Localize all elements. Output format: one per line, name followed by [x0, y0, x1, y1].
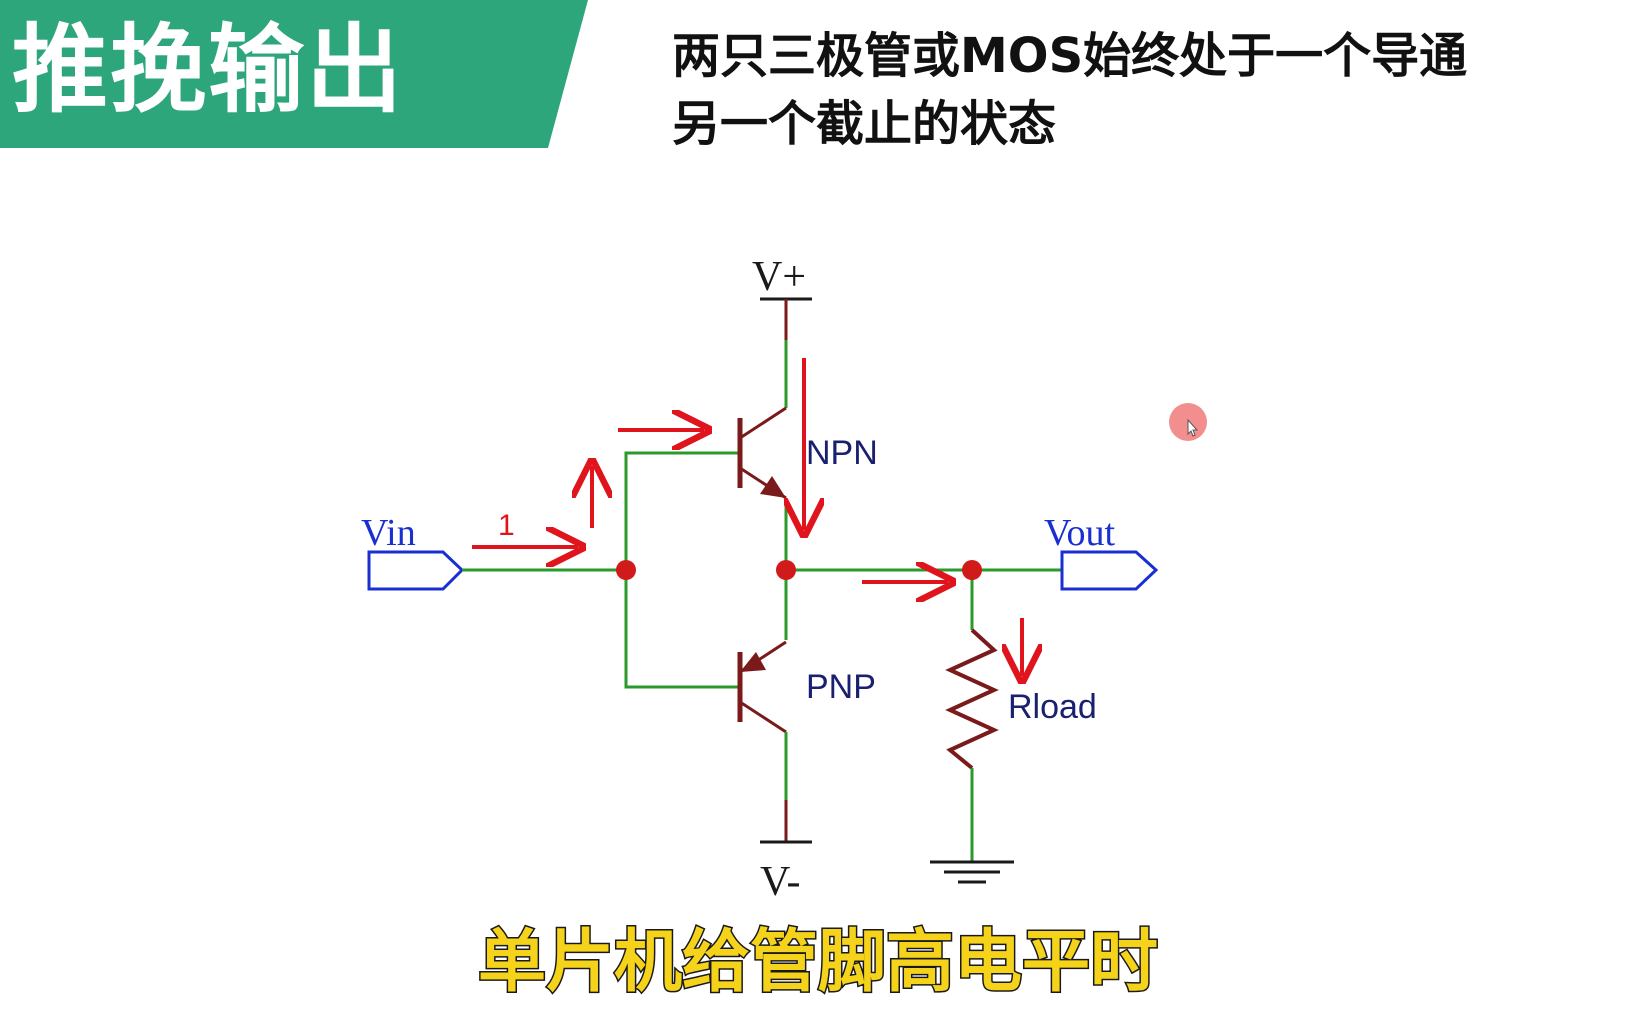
subtitle-caption: 单片机给管脚高电平时 [476, 922, 1159, 1004]
slide-title: 推挽输出 [12, 14, 404, 126]
vout-label: Vout [1044, 512, 1116, 554]
ground-symbol [930, 860, 1014, 884]
pnp-label: PNP [806, 668, 876, 706]
vin-label: Vin [361, 512, 416, 554]
step-number: 1 [498, 509, 515, 542]
vplus-label: V+ [752, 254, 806, 300]
npn-transistor [737, 406, 787, 500]
vminus-label: V- [760, 859, 800, 905]
npn-label: NPN [806, 434, 878, 472]
junction-node-load [962, 560, 982, 580]
banner-background [0, 0, 588, 148]
junction-node-base [616, 560, 636, 580]
wire-base-lower [624, 570, 738, 689]
title-banner [0, 0, 588, 148]
junction-node-output [776, 560, 796, 580]
rload-label: Rload [1008, 688, 1097, 726]
description-line-1: 两只三极管或MOS始终处于一个导通 [672, 28, 1468, 84]
description: 两只三极管或MOS始终处于一个导通 另一个截止的状态 [672, 22, 1632, 158]
description-line-2: 另一个截止的状态 [672, 96, 1057, 152]
wire-base-upper [624, 451, 738, 570]
vin-port [367, 550, 465, 591]
pnp-transistor [737, 640, 787, 734]
rload-resistor [945, 628, 999, 770]
mouse-cursor-icon [1169, 403, 1207, 441]
vout-port [1060, 550, 1159, 591]
